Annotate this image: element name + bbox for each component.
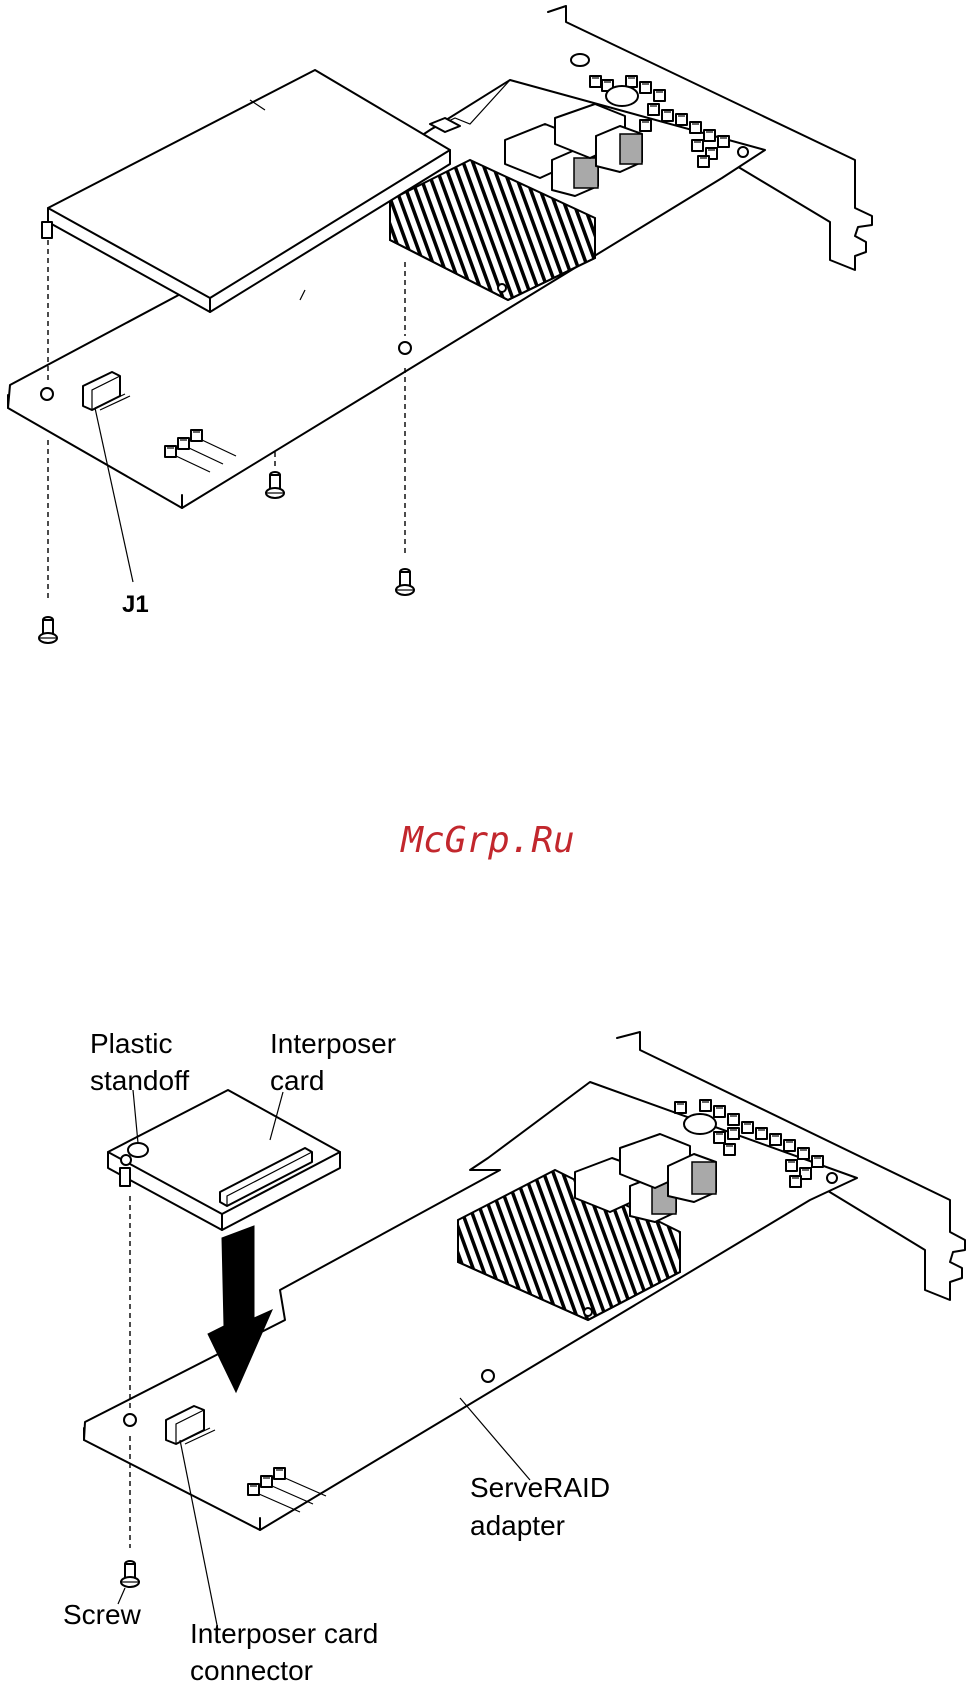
- label-plastic-standoff-line1: Plastic: [90, 1028, 172, 1059]
- screw-4: [121, 1561, 139, 1587]
- label-serveraid-line2: adapter: [470, 1510, 565, 1541]
- figure-1-exploded-view: J1: [8, 6, 872, 643]
- capacitor-1: [606, 86, 638, 106]
- label-interposer-card-line2: card: [270, 1065, 324, 1096]
- standoff-hole: [124, 1414, 136, 1426]
- label-plastic-standoff-line2: standoff: [90, 1065, 189, 1096]
- screw-2: [396, 569, 414, 595]
- label-screw: Screw: [63, 1599, 142, 1630]
- label-interposer-card-line1: Interposer: [270, 1028, 396, 1059]
- plastic-standoff-2: [121, 1155, 131, 1165]
- label-serveraid-line1: ServeRAID: [470, 1472, 610, 1503]
- interposer-card-2: [108, 1090, 340, 1230]
- plastic-standoff-1: [42, 222, 52, 238]
- label-connector-line1: Interposer card: [190, 1618, 378, 1649]
- label-connector-line2: connector: [190, 1655, 313, 1683]
- figure-2-installed-view: Plastic standoff Interposer card ServeRA…: [63, 1028, 965, 1683]
- screw-1: [39, 617, 57, 643]
- watermark-text: McGrp.Ru: [399, 820, 574, 861]
- screw-3: [266, 472, 284, 498]
- label-j1: J1: [122, 591, 149, 618]
- capacitor-2: [684, 1114, 716, 1134]
